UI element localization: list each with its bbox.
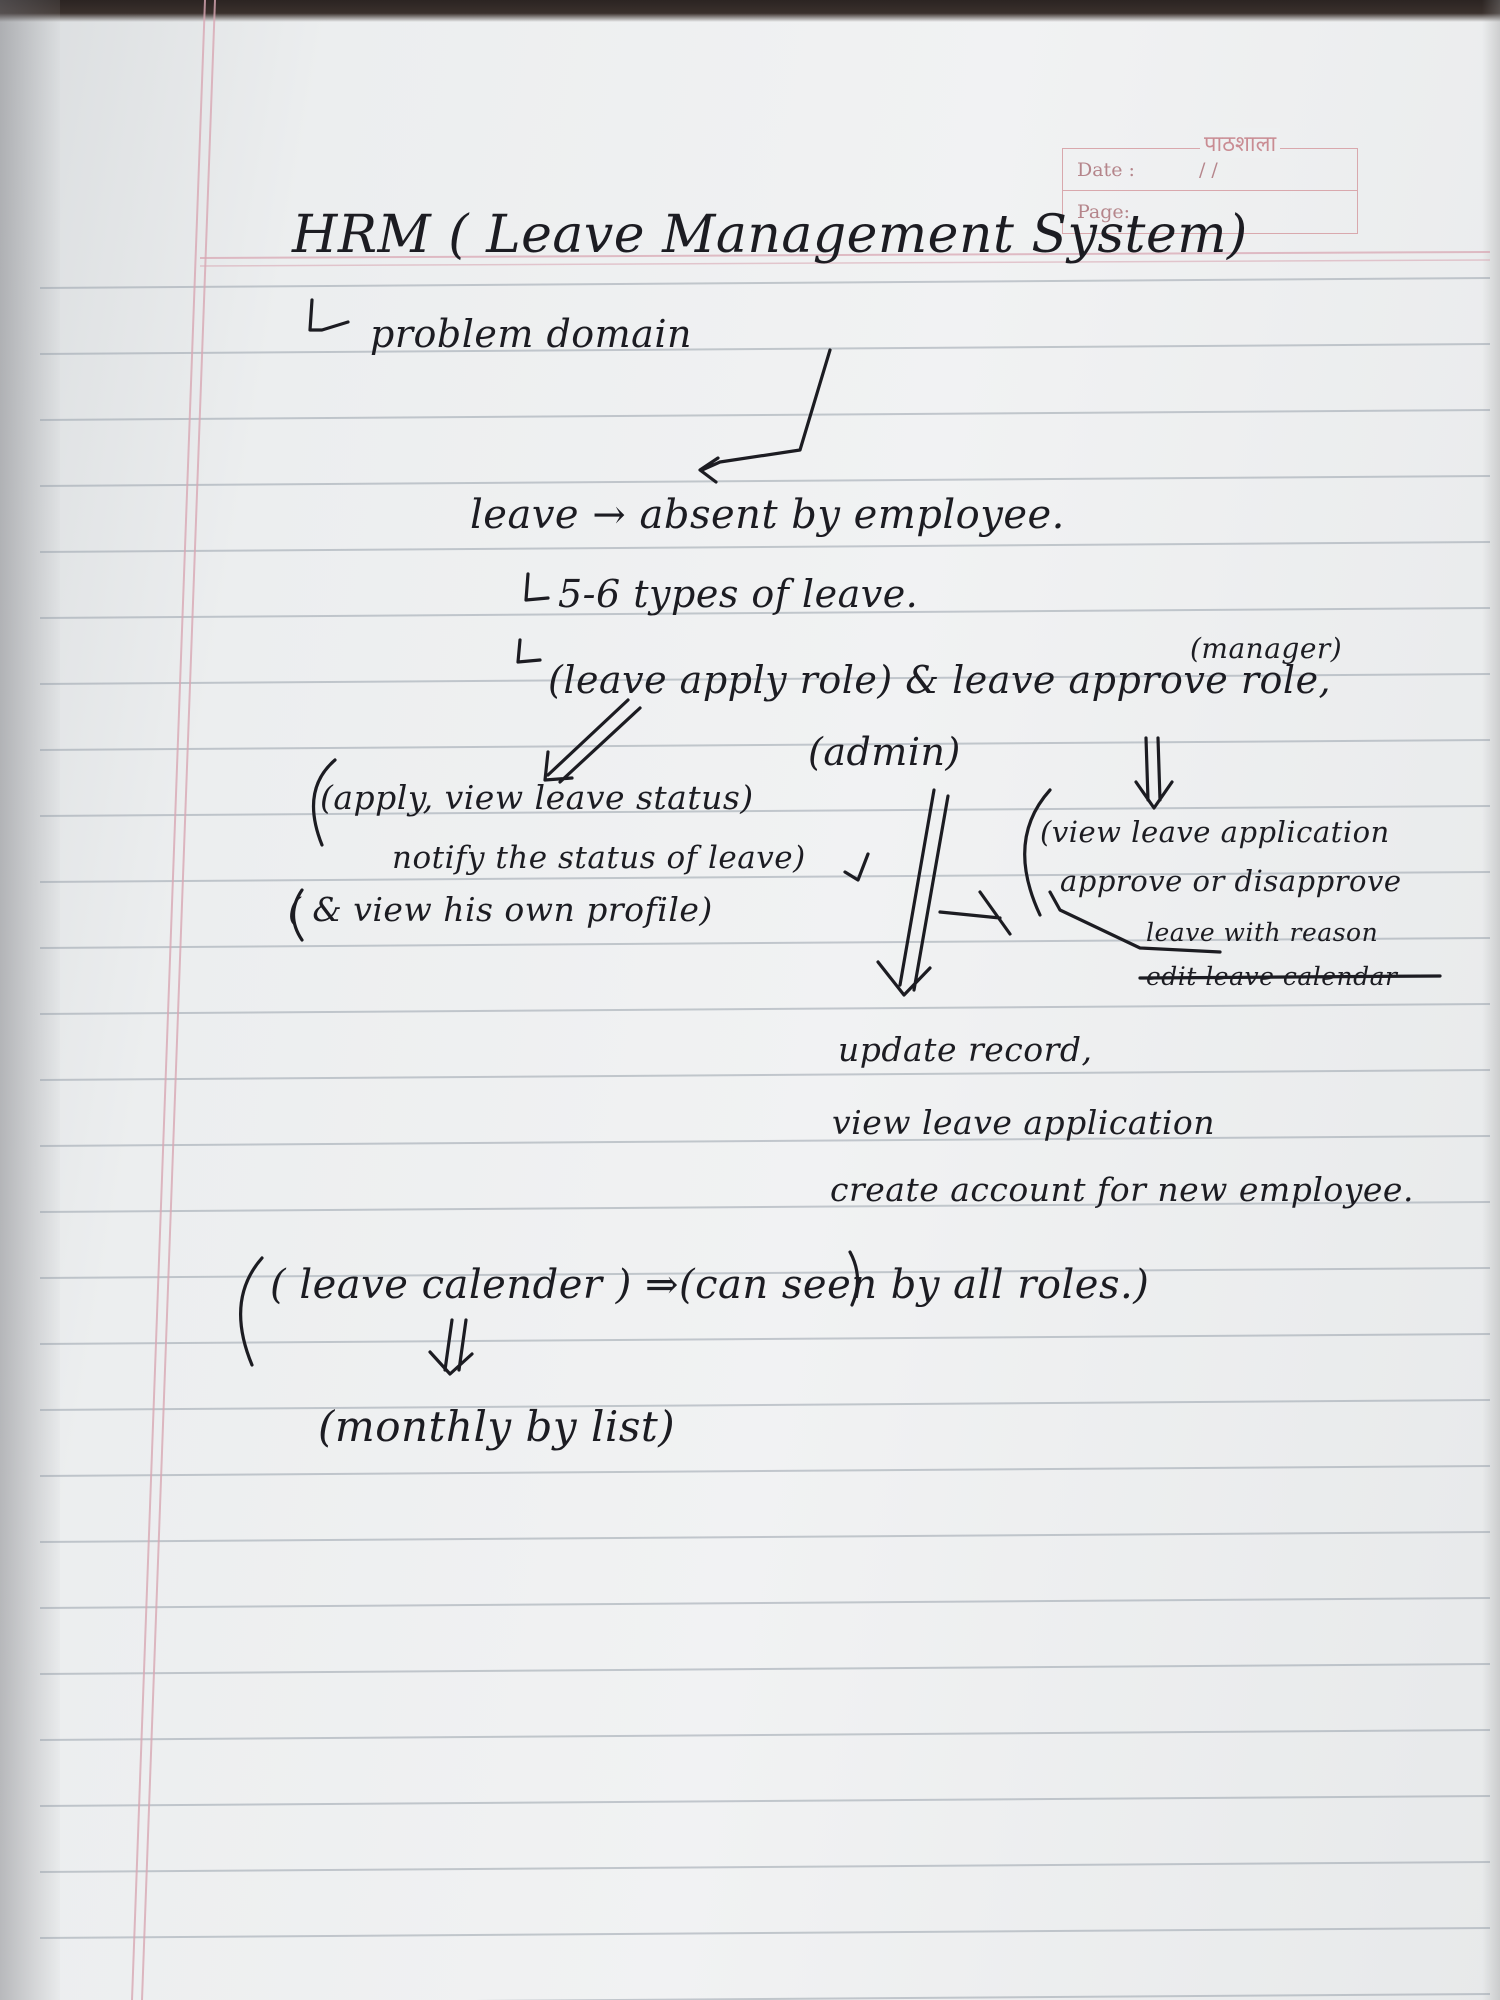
admin-duty-3: create account for new employee. bbox=[830, 1170, 1414, 1209]
connector-line bbox=[843, 852, 870, 882]
date-label: Date : bbox=[1077, 159, 1135, 181]
page-label: Page: bbox=[1077, 201, 1131, 223]
ruled-line bbox=[39, 1663, 1491, 1675]
admin-duty-2: view leave application bbox=[832, 1103, 1216, 1142]
connector-line bbox=[1048, 890, 1222, 954]
double-arrow-icon bbox=[1134, 736, 1174, 810]
double-arrow-icon bbox=[428, 1318, 474, 1376]
double-arrow-icon bbox=[543, 698, 642, 784]
notebook-brand: पाठशाला bbox=[1200, 128, 1281, 158]
ruled-line bbox=[39, 1135, 1491, 1147]
employee-duty-3: ( & view his own profile) bbox=[288, 890, 713, 929]
double-arrow-icon bbox=[876, 788, 950, 997]
ruled-line bbox=[39, 1201, 1491, 1213]
bracket-icon bbox=[848, 1250, 860, 1307]
ruled-line bbox=[39, 1729, 1491, 1741]
manager-label: (manager) bbox=[1190, 632, 1343, 665]
ruled-line bbox=[39, 1003, 1491, 1015]
ruled-line bbox=[39, 937, 1491, 949]
ruled-line bbox=[39, 409, 1491, 421]
ruled-line bbox=[39, 343, 1491, 355]
employee-duty-2: notify the status of leave) bbox=[392, 840, 806, 876]
ruled-line bbox=[39, 1399, 1491, 1411]
ruled-line bbox=[39, 1333, 1491, 1345]
ruled-line bbox=[39, 1597, 1491, 1609]
hook-arrow-icon bbox=[516, 638, 542, 664]
ruled-line bbox=[39, 1927, 1491, 1939]
admin-duty-1: update record, bbox=[838, 1030, 1093, 1069]
bracket-icon bbox=[311, 758, 337, 847]
ruled-line bbox=[39, 541, 1491, 553]
notes-title: HRM ( Leave Management System) bbox=[292, 205, 1248, 265]
ruled-line bbox=[39, 1795, 1491, 1807]
hook-arrow-icon bbox=[524, 572, 550, 602]
ruled-line bbox=[39, 739, 1491, 751]
ruled-line bbox=[39, 1465, 1491, 1477]
monthly-line: (monthly by list) bbox=[318, 1402, 676, 1451]
page-top-shadow bbox=[0, 0, 1500, 22]
page-right-edge bbox=[1482, 0, 1500, 2000]
manager-duty-3: leave with reason bbox=[1146, 918, 1379, 947]
ruled-line bbox=[39, 1861, 1491, 1873]
notes-subtitle: problem domain bbox=[370, 312, 692, 356]
page-row: Page: bbox=[1063, 191, 1357, 233]
leave-definition: leave → absent by employee. bbox=[470, 492, 1065, 538]
strike-line bbox=[1138, 974, 1442, 980]
admin-label: (admin) bbox=[808, 730, 961, 774]
leave-types: 5-6 types of leave. bbox=[558, 572, 919, 616]
manager-duty-2: approve or disapprove bbox=[1060, 864, 1402, 898]
ruled-line bbox=[39, 607, 1491, 619]
bracket-icon bbox=[1023, 788, 1052, 917]
ruled-line bbox=[39, 1531, 1491, 1543]
ruled-line bbox=[39, 805, 1491, 817]
elbow-arrow-icon bbox=[698, 348, 832, 484]
manager-duty-1: (view leave application bbox=[1040, 815, 1390, 849]
connector-line bbox=[938, 890, 1012, 936]
calendar-line: ( leave calender ) ⇒(can seen by all rol… bbox=[270, 1262, 1150, 1308]
date-row: Date : / / bbox=[1063, 149, 1357, 191]
ruled-line bbox=[39, 1267, 1491, 1279]
spine-shadow bbox=[0, 0, 60, 2000]
date-value: / / bbox=[1198, 159, 1218, 181]
bracket-icon bbox=[239, 1256, 264, 1367]
employee-duty-1: (apply, view leave status) bbox=[320, 778, 754, 817]
ruled-line bbox=[39, 1069, 1491, 1081]
roles-line: (leave apply role) & leave approve role, bbox=[548, 658, 1332, 702]
ruled-line bbox=[39, 673, 1491, 685]
hook-arrow-icon bbox=[308, 298, 350, 332]
ruled-line bbox=[39, 475, 1491, 487]
manager-duty-4: edit leave calendar bbox=[1146, 962, 1398, 991]
ruled-line bbox=[474, 1993, 1491, 2000]
ruled-line bbox=[39, 277, 1491, 289]
ruled-line bbox=[39, 871, 1491, 883]
bracket-icon bbox=[291, 888, 304, 942]
